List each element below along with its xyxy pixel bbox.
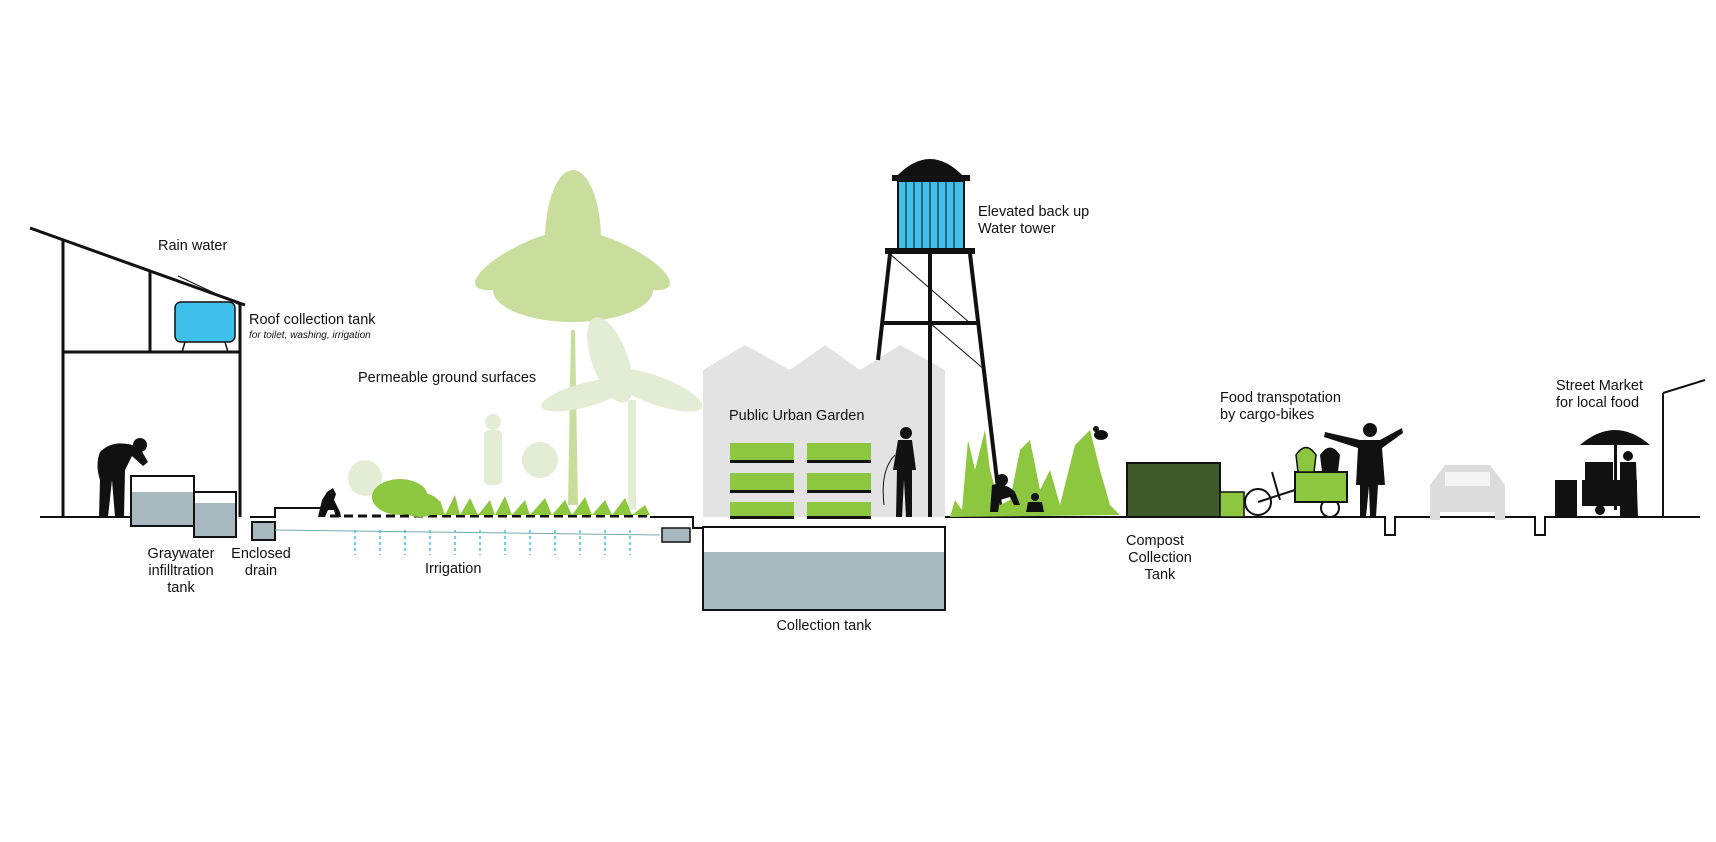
background-people-icon <box>348 414 558 496</box>
street-market-stall <box>1555 430 1650 517</box>
cargo-bike-icon <box>1219 446 1348 518</box>
irrigation-drops <box>354 530 631 555</box>
shrubs <box>372 479 440 517</box>
water-tower-icon <box>876 159 1002 517</box>
tower-label-1: Elevated back up <box>978 204 1090 220</box>
permeable-label: Permeable ground surfaces <box>358 370 537 386</box>
rain-water-label: Rain water <box>158 238 228 254</box>
roof-tank-title: Roof collection tank <box>249 312 376 328</box>
graywater-infiltration-tank <box>130 475 237 538</box>
market-label-2: for local food <box>1556 395 1640 411</box>
drain-label-1: Enclosed <box>231 546 291 562</box>
collection-tank-label: Collection tank <box>776 618 872 634</box>
market-shelter <box>1662 379 1706 517</box>
tower-label-2: Water tower <box>978 221 1056 237</box>
garden-planters <box>730 443 871 519</box>
person-icon <box>97 438 148 517</box>
roof-collection-tank-icon <box>174 301 236 353</box>
graywater-label-3: tank <box>167 580 195 596</box>
vendor-person-icon <box>1324 423 1403 517</box>
chicken-icon <box>1093 426 1108 440</box>
car-icon <box>1430 465 1505 520</box>
grass-strip <box>430 495 650 515</box>
gardener-person-icon <box>882 427 916 517</box>
rain-pipe <box>177 275 241 306</box>
graywater-label-1: Graywater <box>147 546 215 562</box>
house <box>29 226 246 517</box>
graywater-label-2: infilltration <box>148 563 214 579</box>
compost-label-3: Tank <box>1144 567 1176 583</box>
irrigation-label: Irrigation <box>425 561 482 577</box>
food-label-1: Food transpotation <box>1220 390 1341 406</box>
enclosed-drain <box>251 521 661 541</box>
compost-label-2: Collection <box>1128 550 1192 566</box>
dog-icon <box>318 488 341 517</box>
collection-tank <box>702 526 946 611</box>
roof-tank-note: for toilet, washing, irrigation <box>249 330 371 341</box>
garden-label: Public Urban Garden <box>729 408 865 424</box>
banana-tree-icon <box>541 317 703 510</box>
kneeling-person-icon <box>990 474 1044 512</box>
drain-label-2: drain <box>244 563 278 579</box>
drain-outlet <box>661 527 691 543</box>
compost-label-1: Compost <box>1125 533 1185 549</box>
compost-collection-tank <box>1126 462 1221 518</box>
palm-tree-icon <box>475 170 670 505</box>
market-label-1: Street Market <box>1556 378 1644 394</box>
food-label-2: by cargo-bikes <box>1220 407 1315 423</box>
